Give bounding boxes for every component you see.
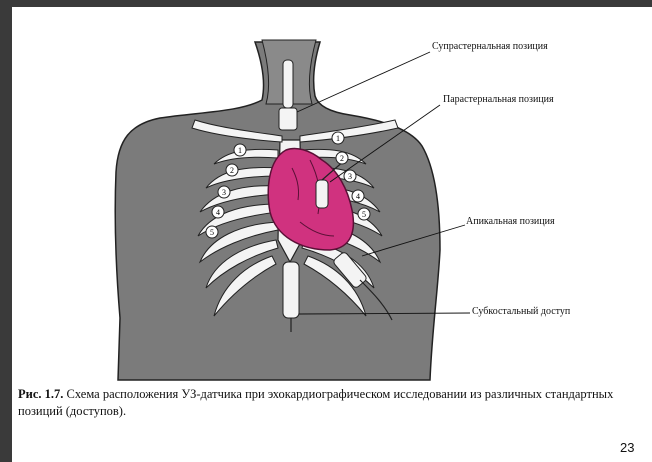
rib-number: 1 [336,134,340,143]
figure-caption: Рис. 1.7. Схема расположения УЗ-датчика … [18,386,638,420]
caption-prefix: Рис. 1.7. [18,387,63,401]
apical-label: Апикальная позиция [466,216,555,227]
rib-number: 1 [238,146,242,155]
subcostal-label: Субкостальный доступ [472,306,570,317]
rib-number: 5 [362,210,366,219]
rib-number: 4 [356,192,360,201]
rib-number: 4 [216,208,220,217]
rib-number: 2 [230,166,234,175]
suprasternal-label: Супрастернальная позиция [432,41,548,52]
rib-number: 3 [348,172,352,181]
suprasternal-leader [297,52,430,112]
rib-number: 5 [210,228,214,237]
rib-number: 2 [340,154,344,163]
parasternal-label: Парастернальная позиция [443,94,554,105]
page-number: 23 [620,440,634,455]
rib-number: 3 [222,188,226,197]
caption-text: Схема расположения УЗ-датчика при эхокар… [18,387,613,418]
